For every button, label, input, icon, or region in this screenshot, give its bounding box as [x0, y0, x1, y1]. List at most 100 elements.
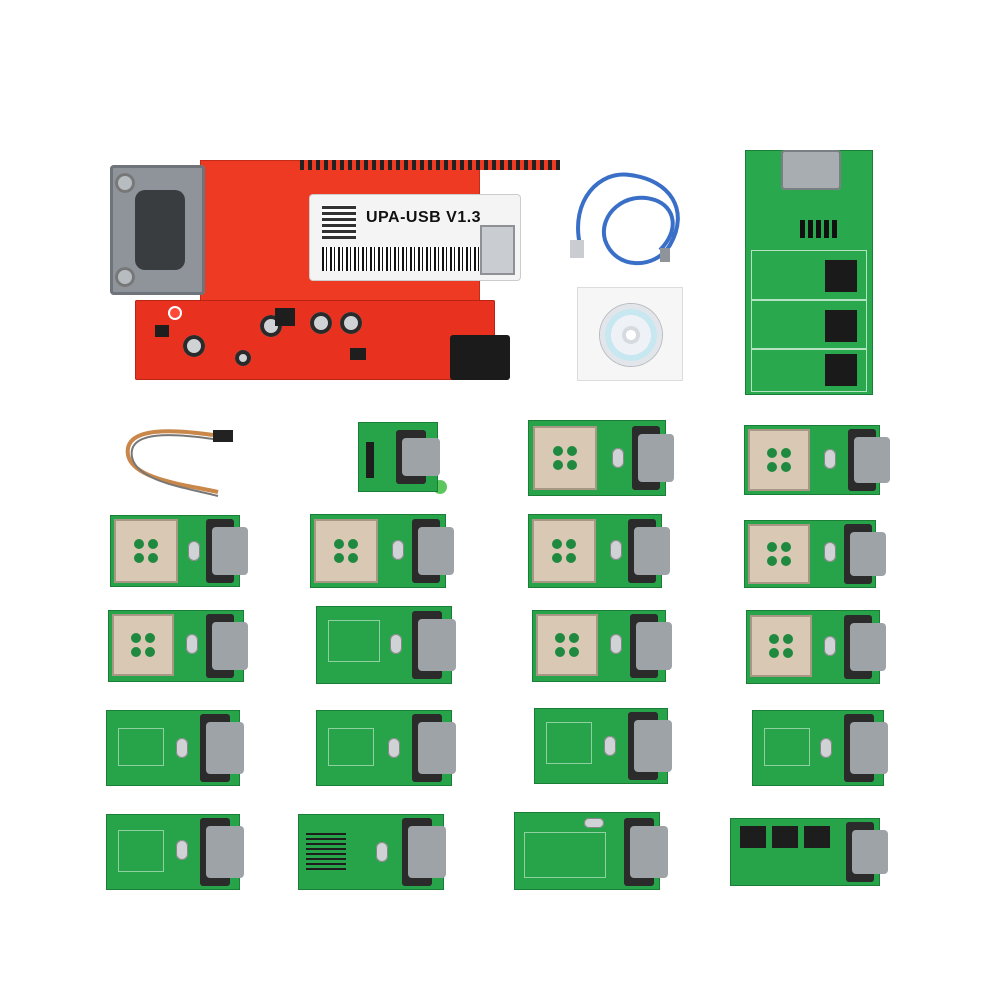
plcc-socket: [112, 614, 174, 676]
jumper: [155, 325, 169, 337]
plcc-adapter-board: [528, 514, 670, 588]
contact-icon: [553, 446, 563, 456]
circuit-trace: [764, 728, 810, 766]
plcc-socket: [536, 614, 598, 676]
plcc-adapter-board: [746, 610, 886, 684]
connector-shell: [630, 826, 668, 878]
contact-icon: [566, 553, 576, 563]
connector-shell: [850, 722, 888, 774]
contact-icon: [781, 448, 791, 458]
capacitor: [183, 335, 205, 357]
pin-array: [306, 830, 346, 870]
contact-icon: [145, 647, 155, 657]
contact-icon: [781, 542, 791, 552]
adapter-board: [316, 606, 456, 684]
inductor: [275, 308, 295, 326]
contact-icon: [131, 633, 141, 643]
capacitor: [340, 312, 362, 334]
contact-icon: [769, 648, 779, 658]
crystal: [388, 738, 400, 758]
screw-icon: [115, 267, 135, 287]
crystal: [824, 449, 836, 469]
db9-connector: [844, 714, 888, 782]
crystal: [376, 842, 388, 862]
usb-plug-a: [570, 240, 584, 258]
red-pcb-top: UPA-USB V1.3: [200, 160, 560, 310]
adapter-board: [514, 812, 668, 890]
crystal: [610, 634, 622, 654]
connector-shell: [854, 437, 890, 483]
barcode-icon: [322, 247, 508, 271]
circuit-trace: [328, 620, 380, 662]
dc-power-jack: [450, 335, 510, 380]
software-cd-sleeve: [578, 288, 682, 380]
capacitor: [310, 312, 332, 334]
plcc-adapter-board: [532, 610, 672, 682]
contact-icon: [555, 633, 565, 643]
soic8-chip: [740, 826, 766, 848]
contact-icon: [566, 539, 576, 549]
jumper: [350, 348, 366, 360]
small-adapter-board: [358, 422, 440, 492]
cd-disc: [600, 304, 662, 366]
plcc-socket: [314, 519, 378, 583]
eeprom-adapter-board: [745, 150, 873, 395]
socket-section: [751, 300, 867, 350]
db9-connector: [396, 430, 440, 484]
db9-connector: [412, 611, 456, 679]
pin-header: [800, 220, 840, 238]
contact-icon: [767, 448, 777, 458]
plcc-socket: [533, 426, 597, 490]
circuit-trace: [118, 830, 164, 872]
crystal: [610, 540, 622, 560]
contact-icon: [553, 460, 563, 470]
contact-icon: [767, 542, 777, 552]
db9-connector: [412, 519, 454, 583]
contact-icon: [569, 633, 579, 643]
circuit-trace: [546, 722, 592, 764]
connector-shell: [212, 527, 248, 575]
crystal: [820, 738, 832, 758]
plcc-adapter-board: [528, 420, 674, 496]
contact-icon: [334, 539, 344, 549]
product-label-text: UPA-USB V1.3: [366, 209, 482, 226]
db9-connector: [206, 519, 248, 583]
crystal: [392, 540, 404, 560]
connector-shell: [402, 438, 440, 476]
crystal: [176, 840, 188, 860]
connector-shell: [634, 720, 672, 772]
plcc-adapter-board: [744, 425, 890, 495]
dip8-socket: [825, 310, 857, 342]
plcc-socket: [748, 429, 810, 491]
contact-icon: [783, 634, 793, 644]
db9-connector: [781, 150, 841, 190]
crystal: [824, 542, 836, 562]
connector-shell: [418, 619, 456, 671]
contact-icon: [131, 647, 141, 657]
contact-icon: [552, 539, 562, 549]
wire-connector: [213, 430, 233, 442]
connector-shell: [206, 826, 244, 878]
db9-connector: [848, 429, 890, 491]
connector-shell: [206, 722, 244, 774]
usb-plug-b: [660, 248, 670, 262]
contact-icon: [334, 553, 344, 563]
socket-section: [751, 348, 867, 392]
crystal: [188, 541, 200, 561]
connector-shell: [638, 434, 674, 482]
db9-connector: [628, 712, 672, 780]
crystal: [604, 736, 616, 756]
crystal: [390, 634, 402, 654]
contact-icon: [134, 539, 144, 549]
db9-connector: [412, 714, 456, 782]
db9-connector: [846, 822, 888, 882]
plcc-socket: [114, 519, 178, 583]
adapter-board: [752, 710, 888, 786]
adapter-board: [534, 708, 672, 784]
connector-shell: [418, 722, 456, 774]
plcc-socket: [532, 519, 596, 583]
db9-connector: [628, 519, 670, 583]
db9-serial-connector: [110, 165, 205, 295]
circuit-trace: [328, 728, 374, 766]
db9-connector: [630, 614, 672, 678]
